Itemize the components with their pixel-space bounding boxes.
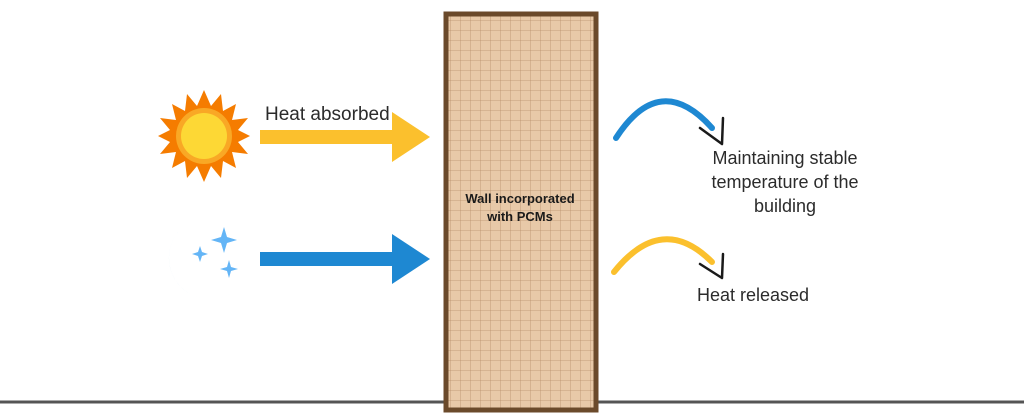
stable-temperature-line-1: Maintaining stable bbox=[712, 148, 858, 168]
moon-and-stars-icon bbox=[168, 227, 238, 300]
stable-temperature-line-3: building bbox=[753, 196, 817, 216]
heat-absorbed-arrow bbox=[260, 112, 430, 162]
heat-absorbed-label: Heat absorbed bbox=[265, 104, 390, 125]
wall-label: Wall incorporated with PCMs bbox=[446, 190, 594, 226]
stable-temperature-curved-arrow bbox=[613, 98, 725, 146]
heat-released-label: Heat released bbox=[697, 285, 810, 305]
pcm-wall bbox=[443, 11, 599, 413]
stable-temperature-label: Maintaining stable temperature of the bu… bbox=[690, 146, 880, 218]
wall-label-line-1: Wall incorporated bbox=[465, 191, 575, 206]
stable-temperature-line-2: temperature of the bbox=[711, 172, 859, 192]
night-heat-arrow bbox=[260, 234, 430, 284]
wall-label-line-2: with PCMs bbox=[487, 209, 553, 224]
heat-released-curved-arrow bbox=[611, 236, 725, 280]
sun-icon bbox=[158, 90, 250, 182]
